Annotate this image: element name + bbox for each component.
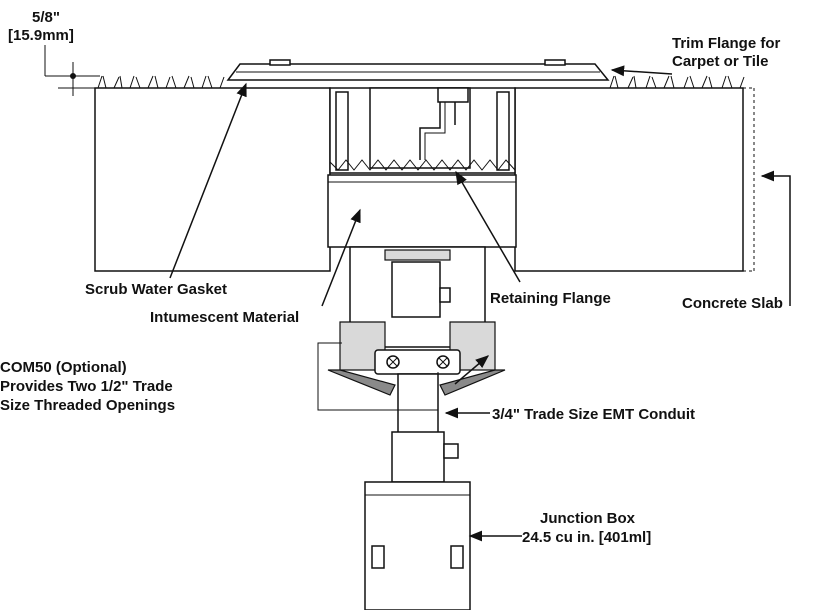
concrete-slab-label: Concrete Slab: [682, 295, 783, 312]
intumescent-material-label: Intumescent Material: [150, 309, 299, 326]
com50-adapter: [327, 321, 506, 396]
junction-box-label-line2: 24.5 cu in. [401ml]: [522, 529, 651, 546]
retaining-flange-label: Retaining Flange: [490, 290, 611, 307]
trim-flange-label-line2: Carpet or Tile: [672, 53, 768, 70]
dimension-marker: [44, 45, 100, 96]
scrub-water-gasket-label: Scrub Water Gasket: [85, 281, 227, 298]
carpet-texture: [97, 75, 745, 89]
dimension-label-line2: [15.9mm]: [8, 27, 74, 44]
leader-lines: [169, 65, 791, 542]
junction-box-label-line1: Junction Box: [540, 510, 636, 527]
trim-flange-label-line1: Trim Flange for: [672, 35, 781, 52]
inner-mechanism: [329, 87, 516, 174]
com50-label-line3: Size Threaded Openings: [0, 397, 175, 414]
emt-conduit: [391, 373, 459, 483]
trim-flange: [226, 59, 610, 81]
concrete-slab: [94, 87, 755, 272]
com50-label-line1: COM50 (Optional): [0, 359, 127, 376]
emt-conduit-label: 3/4" Trade Size EMT Conduit: [492, 406, 695, 423]
intumescent-material: [327, 174, 517, 248]
com50-label-line2: Provides Two 1/2" Trade: [0, 378, 173, 395]
conduit-upper: [349, 246, 486, 348]
dimension-label-line1: 5/8": [32, 9, 60, 26]
junction-box: [364, 481, 471, 610]
